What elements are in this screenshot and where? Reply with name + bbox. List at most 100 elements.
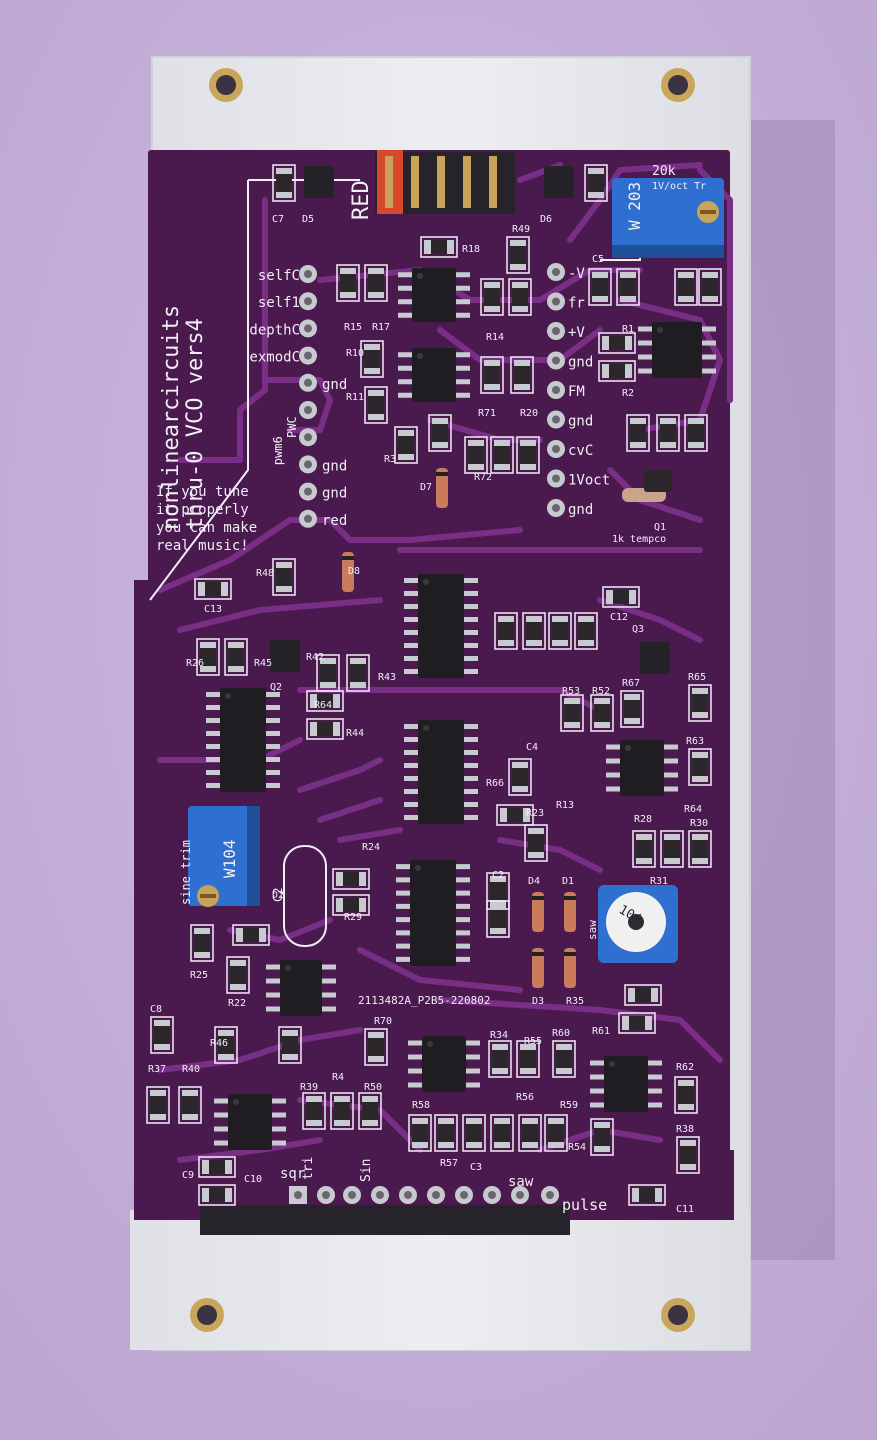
ic-pin (322, 992, 336, 998)
smd-outline (408, 1114, 432, 1152)
smd-body (692, 758, 708, 776)
smd-part (198, 1156, 236, 1178)
ic-body (228, 1094, 272, 1150)
smd-body (688, 424, 704, 442)
ref-designator: D7 (420, 482, 432, 493)
smd-body (613, 590, 629, 604)
smd-outline (510, 356, 534, 394)
ic-pin (404, 617, 418, 622)
board-code: 2113482A_P2B5-220802 (358, 994, 490, 1007)
ic-body (410, 860, 456, 966)
smd-part (306, 718, 344, 740)
smd-body (660, 424, 676, 442)
ic-pin (396, 930, 410, 936)
ref-designator: R38 (676, 1124, 694, 1135)
ic-pin (648, 1060, 662, 1066)
smd-part (590, 1118, 614, 1156)
ref-designator: D2 (272, 890, 284, 901)
pin-label-right: FM (568, 384, 585, 400)
output-hole (516, 1191, 524, 1199)
smd-part (364, 1028, 388, 1066)
output-hole (348, 1191, 356, 1199)
smd-body (609, 336, 625, 350)
ic-pin (404, 643, 418, 648)
smd-part (588, 268, 612, 306)
ic-pin1-dot (285, 965, 291, 971)
ref-designator: Q2 (270, 682, 282, 693)
left-pin-column (299, 265, 317, 528)
tagline-line-1: If you tune (156, 484, 249, 500)
ic-pin (648, 1102, 662, 1108)
smd-part (552, 1040, 576, 1078)
ic-pin (702, 354, 716, 360)
pin-label-left: pwm6 (271, 436, 285, 465)
smd-outline (358, 1092, 382, 1130)
smd-body (494, 1124, 510, 1142)
pin-label-left: gnd (322, 486, 347, 502)
ic-soic16 (206, 688, 280, 792)
ref-designator: D3 (532, 996, 544, 1007)
transistor-q3-body (640, 642, 670, 674)
ic-pin (638, 326, 652, 332)
smd-body (194, 934, 210, 952)
ic-pin (464, 591, 478, 596)
ref-designator: R66 (486, 778, 504, 789)
ic-pin (398, 299, 412, 305)
pin-hole (304, 433, 312, 442)
output-label-sqr: sqr (280, 1166, 305, 1182)
smd-part (488, 1040, 512, 1078)
ic-pin (456, 930, 470, 936)
ic-pin (702, 368, 716, 374)
smd-body (512, 288, 528, 306)
pin-hole (552, 386, 560, 394)
ic-pin (408, 1082, 422, 1088)
smd-part (360, 340, 384, 378)
smd-body (276, 174, 292, 192)
c2-outline (283, 845, 327, 947)
smd-part (198, 1184, 236, 1206)
ic-soic8 (398, 268, 470, 322)
ref-designator: R31 (650, 876, 668, 887)
smd-outline (332, 868, 370, 890)
ref-designator: C5 (592, 254, 604, 265)
ref-designator: D8 (348, 566, 360, 577)
smd-part (346, 654, 370, 692)
ic-body (220, 688, 266, 792)
smd-part (272, 558, 296, 596)
pin-hole (304, 270, 312, 278)
smd-part (628, 1184, 666, 1206)
smd-part (598, 332, 636, 354)
smd-part (272, 164, 296, 202)
pin-hole (552, 356, 560, 365)
c2-label: C2 (271, 888, 285, 902)
pcb-board (148, 150, 730, 1220)
pin-hole (552, 445, 560, 453)
glass-diode-band (532, 952, 544, 956)
smd-body (398, 436, 414, 454)
ic-soic16 (404, 574, 478, 678)
ic-pin (266, 705, 280, 710)
ref-designator: C3 (470, 1162, 482, 1173)
smd-body (678, 1086, 694, 1104)
smd-outline (232, 924, 270, 946)
ic-pin (464, 630, 478, 635)
sine-trim-label: sine trim (179, 840, 193, 905)
smd-outline (506, 236, 530, 274)
ic-pin (206, 731, 220, 736)
pin-hole (552, 297, 560, 306)
smd-part (316, 654, 340, 692)
ic-pin1-dot (427, 1041, 433, 1047)
ic-soic8 (638, 322, 716, 378)
ic-pin (404, 802, 418, 807)
smd-body (368, 274, 384, 292)
smd-outline (688, 830, 712, 868)
ic-pin (464, 750, 478, 755)
ref-designator: Q3 (632, 624, 644, 635)
ref-designator: R15 (344, 322, 362, 333)
smd-part (560, 694, 584, 732)
ic-pin (396, 903, 410, 909)
smd-body (468, 446, 484, 464)
ic-pin (638, 340, 652, 346)
smd-part (548, 612, 572, 650)
